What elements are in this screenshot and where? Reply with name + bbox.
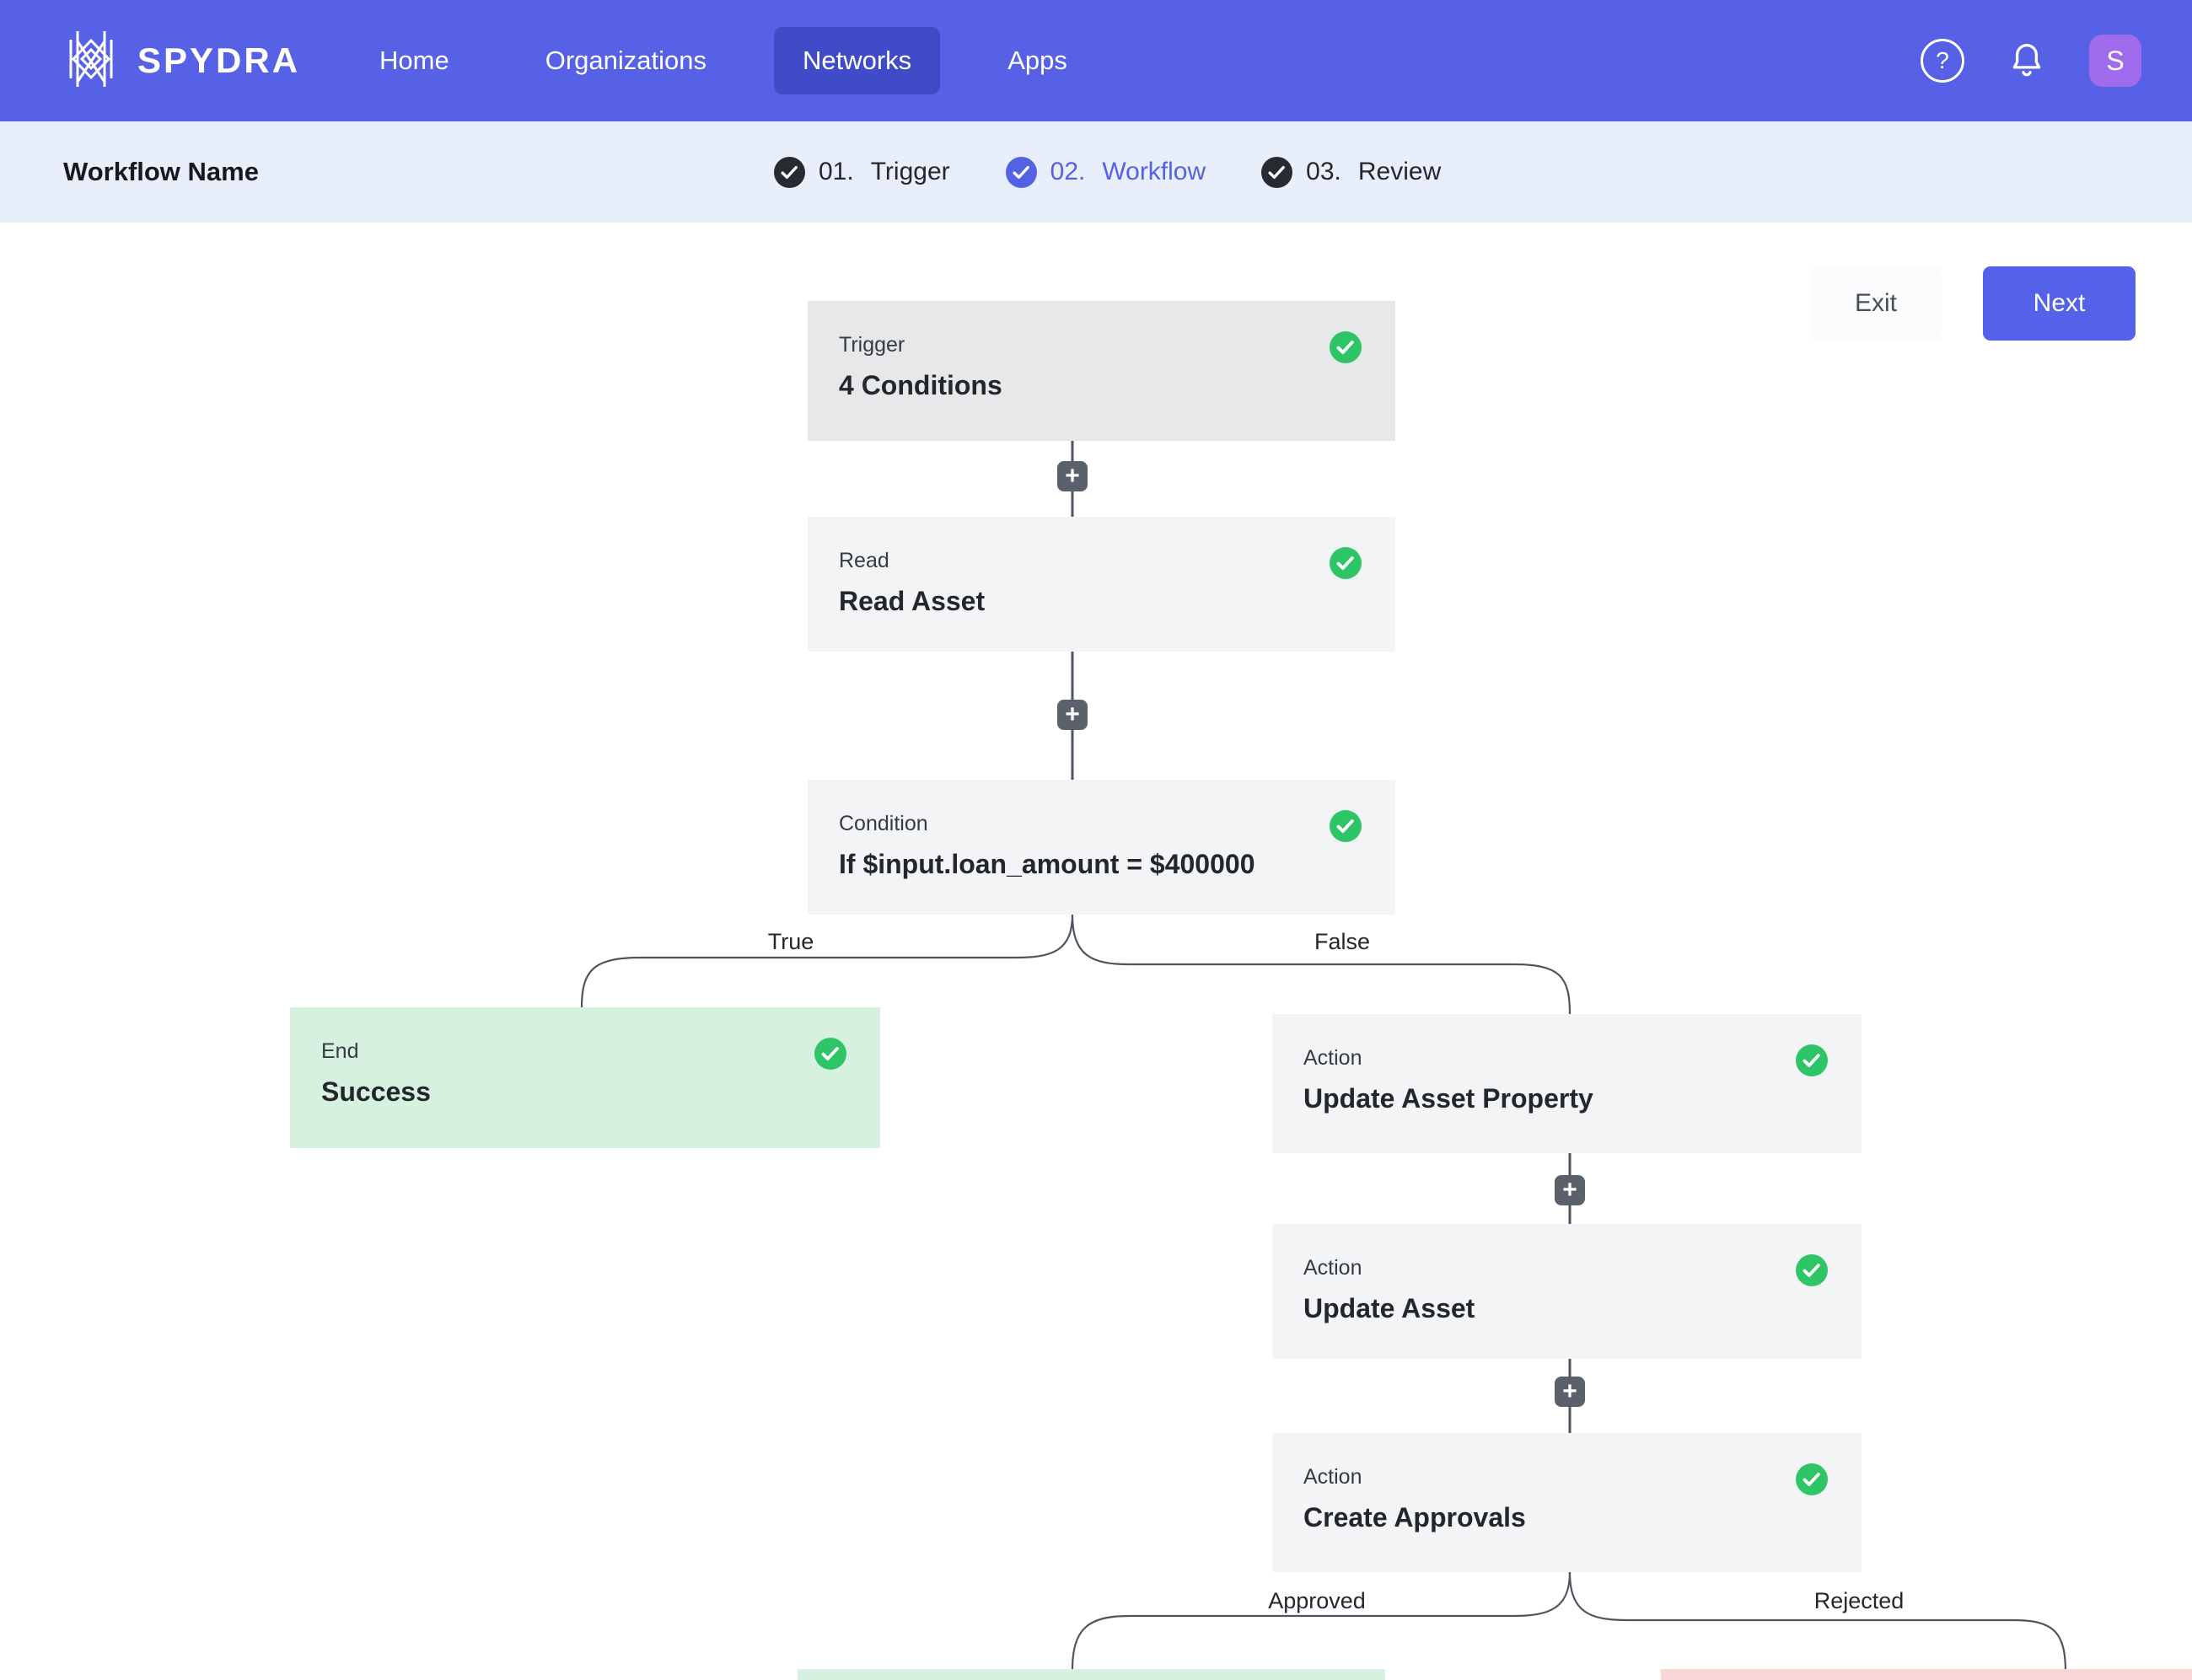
add-node-button[interactable]: + — [1057, 461, 1088, 491]
workflow-name: Workflow Name — [63, 157, 259, 186]
workflow-steps: 01. Trigger 02. Workflow 03. Review — [774, 121, 1441, 223]
help-icon[interactable]: ? — [1921, 39, 1964, 83]
check-circle-icon — [1796, 1044, 1828, 1076]
node-create-approvals[interactable]: Action Create Approvals — [1272, 1433, 1862, 1572]
spydra-logo-icon — [69, 31, 113, 87]
brand-name: SPYDRA — [137, 40, 301, 80]
check-circle-icon — [814, 1038, 846, 1070]
node-trigger[interactable]: Trigger 4 Conditions — [808, 301, 1395, 441]
branch-label-true: True — [767, 929, 814, 954]
notifications-bell-icon[interactable] — [2008, 40, 2045, 81]
nav-items: Home Organizations Networks Apps — [351, 0, 1096, 121]
node-update-asset[interactable]: Action Update Asset — [1272, 1224, 1862, 1359]
plus-icon: + — [1065, 700, 1080, 728]
exit-button[interactable]: Exit — [1810, 266, 1942, 341]
check-circle-icon — [1330, 547, 1362, 579]
step-trigger[interactable]: 01. Trigger — [774, 156, 950, 188]
top-navigation-bar: SPYDRA Home Organizations Networks Apps … — [0, 0, 2192, 121]
branch-label-rejected: Rejected — [1813, 1588, 1905, 1613]
plus-icon: + — [1562, 1377, 1577, 1405]
step-number: 01. — [819, 158, 854, 185]
brand-logo[interactable]: SPYDRA — [63, 0, 300, 121]
node-type-label: Action — [1303, 1465, 1362, 1489]
plus-icon: + — [1065, 462, 1080, 490]
node-title: Success — [321, 1076, 431, 1107]
user-avatar[interactable]: S — [2089, 35, 2141, 87]
step-workflow[interactable]: 02. Workflow — [1005, 156, 1206, 188]
check-circle-icon — [1330, 810, 1362, 842]
next-button[interactable]: Next — [1983, 266, 2136, 341]
node-type-label: End — [321, 1039, 359, 1063]
avatar-initial: S — [2106, 45, 2125, 76]
node-title: If $input.loan_amount = $400000 — [839, 849, 1255, 879]
nav-right-icons: ? S — [1921, 0, 2141, 121]
nav-item-apps[interactable]: Apps — [1007, 46, 1067, 75]
step-check-icon — [1261, 156, 1293, 188]
node-update-asset-property[interactable]: Action Update Asset Property — [1272, 1014, 1862, 1153]
step-check-icon — [1005, 156, 1037, 188]
node-title: Create Approvals — [1303, 1502, 1526, 1532]
step-review[interactable]: 03. Review — [1261, 156, 1442, 188]
check-circle-icon — [1330, 331, 1362, 363]
node-type-label: Read — [839, 549, 889, 572]
nav-item-networks[interactable]: Networks — [773, 27, 941, 94]
step-label: Review — [1357, 158, 1442, 185]
branch-label-false: False — [1314, 929, 1371, 954]
node-read-asset[interactable]: Read Read Asset — [808, 517, 1395, 652]
node-type-label: Trigger — [839, 333, 905, 357]
node-approved-end-partial[interactable] — [798, 1669, 1385, 1680]
branch-label-approved: Approved — [1268, 1588, 1366, 1613]
node-title: Update Asset Property — [1303, 1083, 1593, 1114]
node-rejected-end-partial[interactable] — [1661, 1669, 2192, 1680]
add-node-button[interactable]: + — [1555, 1377, 1585, 1407]
node-title: 4 Conditions — [839, 370, 1002, 400]
node-end-success[interactable]: End Success — [290, 1007, 880, 1148]
check-circle-icon — [1796, 1254, 1828, 1286]
step-number: 03. — [1306, 158, 1341, 185]
node-title: Update Asset — [1303, 1293, 1475, 1323]
question-mark-glyph: ? — [1936, 47, 1949, 73]
node-type-label: Condition — [839, 812, 928, 835]
workflow-toolbar: Workflow Name 01. Trigger 02. Workflow 0… — [0, 121, 2192, 341]
node-title: Read Asset — [839, 586, 986, 616]
step-label: Workflow — [1102, 158, 1206, 185]
plus-icon: + — [1562, 1176, 1577, 1204]
step-label: Trigger — [870, 158, 950, 185]
step-number: 02. — [1050, 158, 1086, 185]
nav-item-organizations[interactable]: Organizations — [545, 46, 706, 75]
add-node-button[interactable]: + — [1057, 700, 1088, 730]
check-circle-icon — [1796, 1463, 1828, 1495]
step-check-icon — [774, 156, 805, 188]
add-node-button[interactable]: + — [1555, 1175, 1585, 1205]
node-type-label: Action — [1303, 1046, 1362, 1070]
nav-item-home[interactable]: Home — [379, 46, 449, 75]
node-condition[interactable]: Condition If $input.loan_amount = $40000… — [808, 780, 1395, 915]
node-type-label: Action — [1303, 1256, 1362, 1280]
